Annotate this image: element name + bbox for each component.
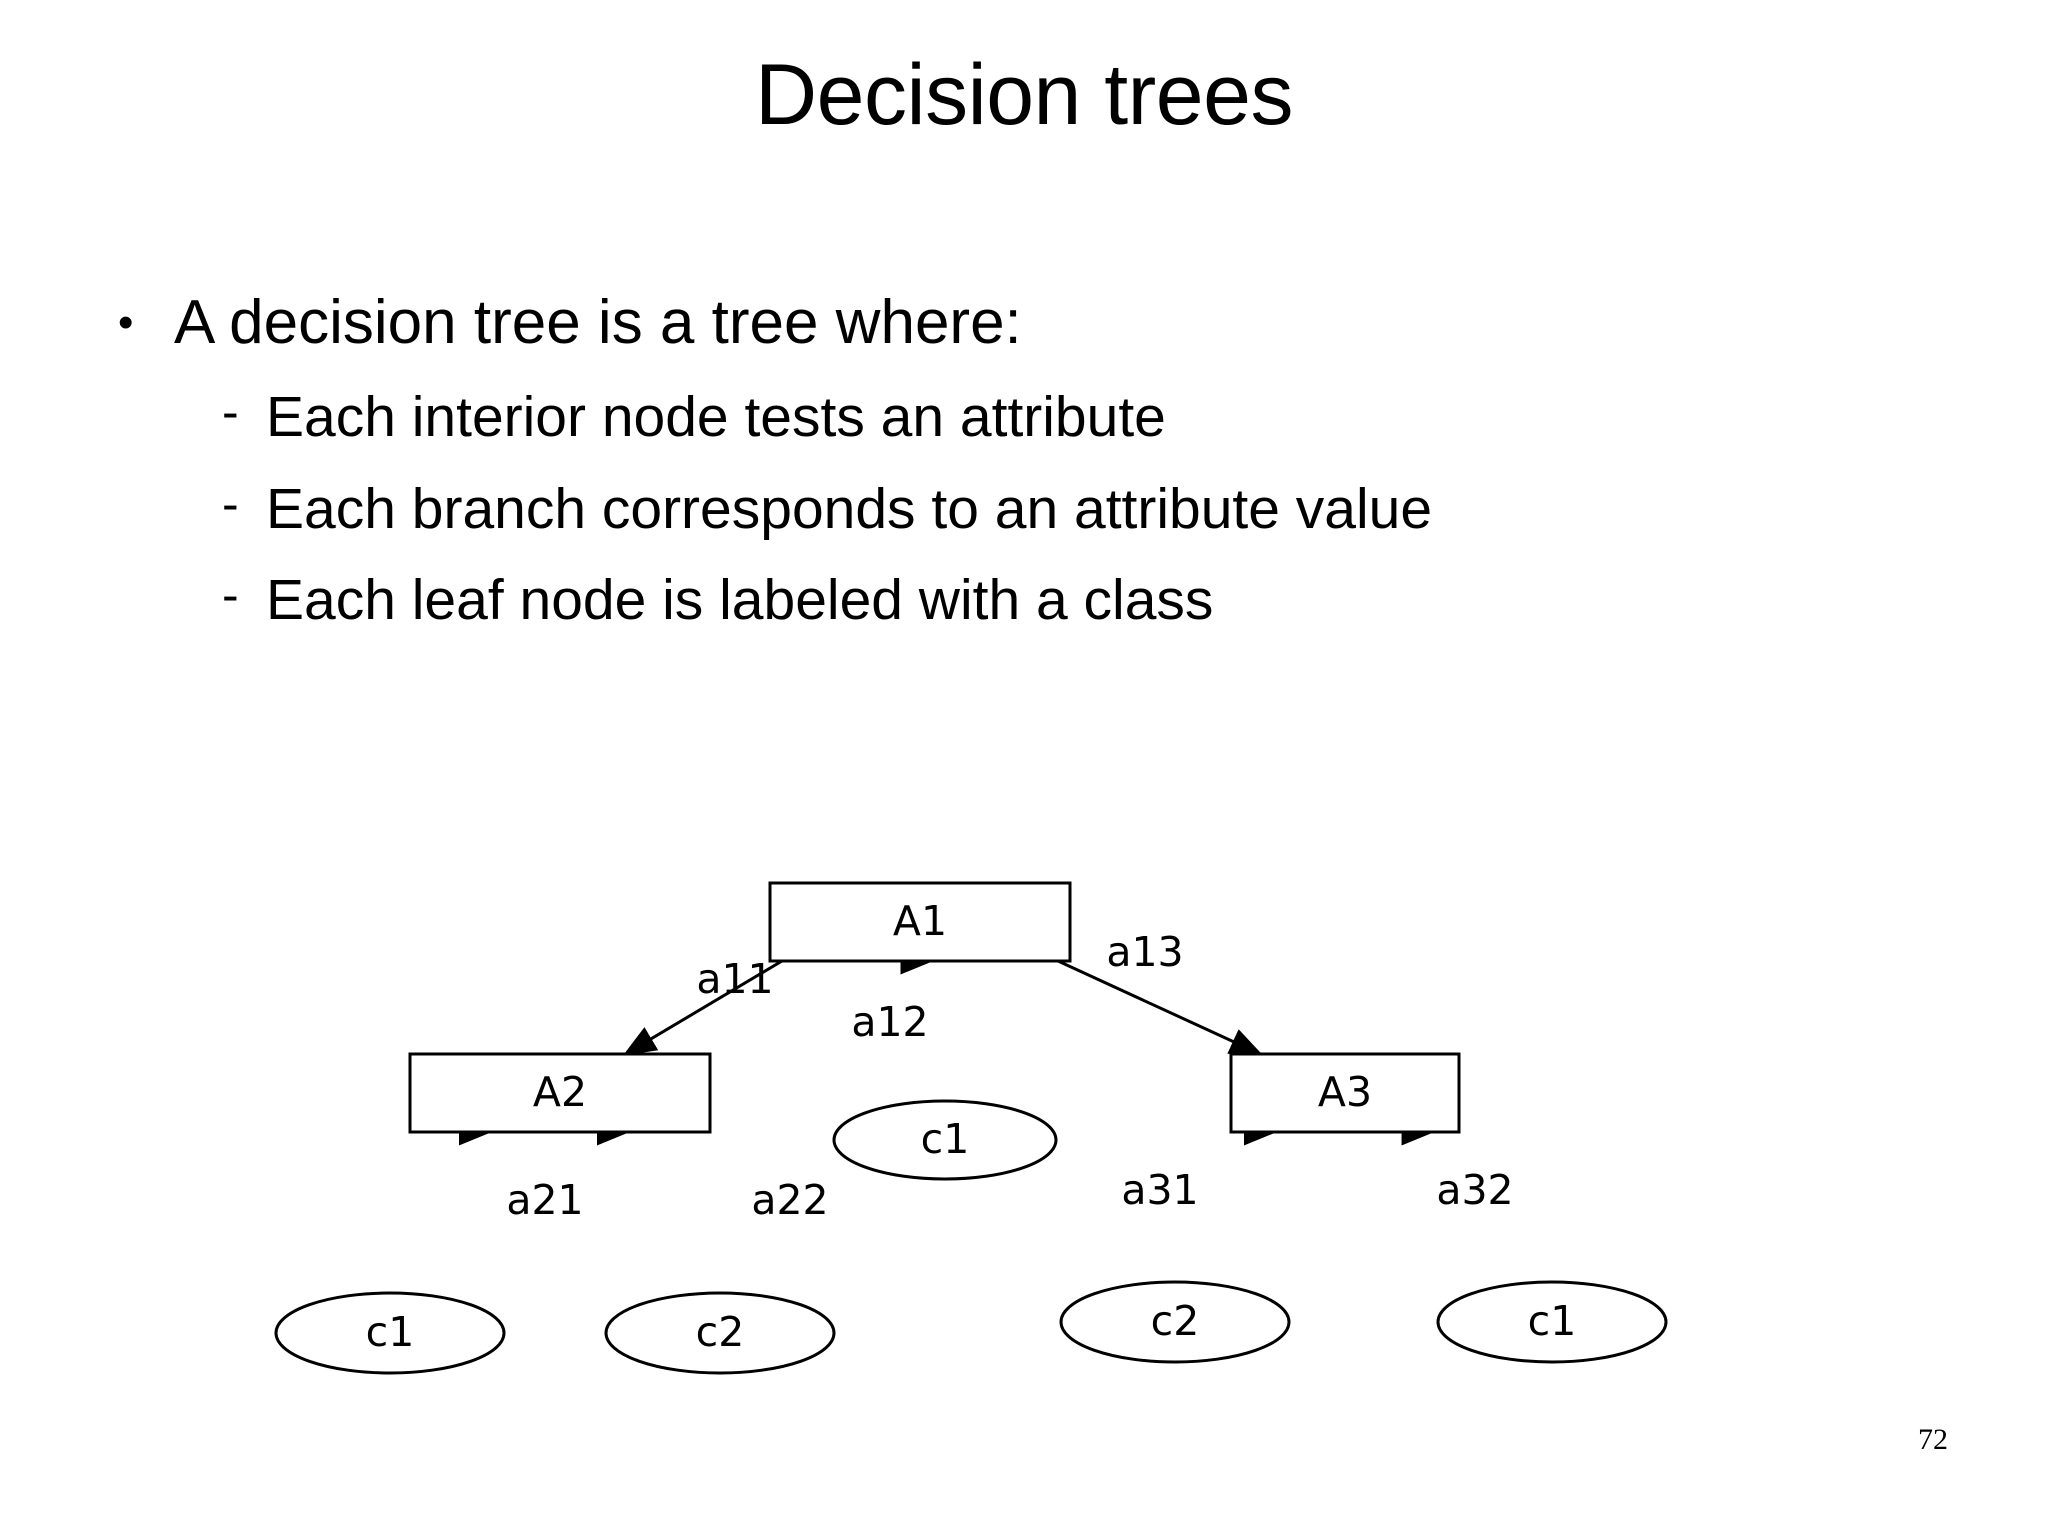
tree-node-a2: A2 — [408, 1052, 712, 1134]
tree-node-shape — [1229, 1052, 1461, 1134]
tree-node-shape — [604, 1291, 836, 1375]
tree-edge-label-a13: a13 — [1106, 928, 1183, 976]
tree-node-a3: A3 — [1229, 1052, 1461, 1134]
tree-node-c1r: c1 — [1436, 1280, 1668, 1364]
bullet-level1-text: A decision tree is a tree where: — [174, 288, 1022, 357]
tree-node-shape — [274, 1291, 506, 1375]
tree-edge-label-a22: a22 — [751, 1176, 828, 1224]
tree-node-shape — [408, 1052, 712, 1134]
tree-edge-labels: a11 a12 a13 a21 a22 a31 a32 — [506, 928, 1513, 1224]
tree-node-label: A1 — [893, 897, 947, 945]
tree-node-label: c2 — [1151, 1297, 1200, 1345]
bullet-dash-icon: - — [222, 567, 239, 624]
tree-node-c1m: c1 — [832, 1099, 1058, 1181]
tree-node-c1l: c1 — [274, 1291, 506, 1375]
bullet-level2-text-2: Each branch corresponds to an attribute … — [266, 476, 1433, 541]
tree-edge-a1-a2 — [623, 959, 783, 1056]
bullet-level2-item-2: -Each branch corresponds to an attribute… — [222, 477, 2048, 541]
bullet-list: •A decision tree is a tree where: -Each … — [0, 288, 2048, 632]
tree-node-label: A2 — [533, 1068, 587, 1116]
bullet-level1: • A decision tree is a tree where: — [118, 288, 2048, 357]
tree-node-label: c1 — [1528, 1297, 1577, 1345]
bullet-level2-text-1: Each interior node tests an attribute — [266, 384, 1166, 449]
tree-node-label: c1 — [366, 1308, 415, 1356]
tree-node-c2l: c2 — [604, 1291, 836, 1375]
tree-edges — [623, 959, 1263, 1056]
tree-edge-label-a12: a12 — [851, 998, 928, 1046]
tree-edge-label-a21: a21 — [506, 1176, 583, 1224]
bullet-dash-icon: - — [222, 475, 239, 532]
tree-edge-a1-a3 — [1057, 959, 1263, 1056]
tree-node-shape — [832, 1099, 1058, 1181]
tree-edge-label-a11: a11 — [696, 955, 773, 1003]
tree-node-label: c2 — [696, 1308, 745, 1356]
tree-node-c2r: c2 — [1059, 1280, 1291, 1364]
bullet-level2-text-3: Each leaf node is labeled with a class — [266, 568, 1214, 633]
tree-node-shape — [1436, 1280, 1668, 1364]
tree-edge-label-a32: a32 — [1436, 1166, 1513, 1214]
tree-node-shape — [1059, 1280, 1291, 1364]
tree-edge-label-a31: a31 — [1121, 1166, 1198, 1214]
tree-node-shape — [768, 881, 1072, 963]
page-title: Decision trees — [755, 47, 1293, 143]
bullet-dot-icon: • — [118, 298, 134, 347]
bullet-level2-item-1: -Each interior node tests an attribute — [222, 385, 2048, 449]
tree-node-label: c1 — [921, 1115, 970, 1163]
bullet-dash-icon: - — [222, 383, 239, 440]
tree-node-a1: A1 — [768, 881, 1072, 963]
page-number: 72 — [1918, 1423, 1948, 1456]
tree-node-label: A3 — [1318, 1068, 1372, 1116]
bullet-level2-item-3: -Each leaf node is labeled with a class — [222, 568, 2048, 632]
